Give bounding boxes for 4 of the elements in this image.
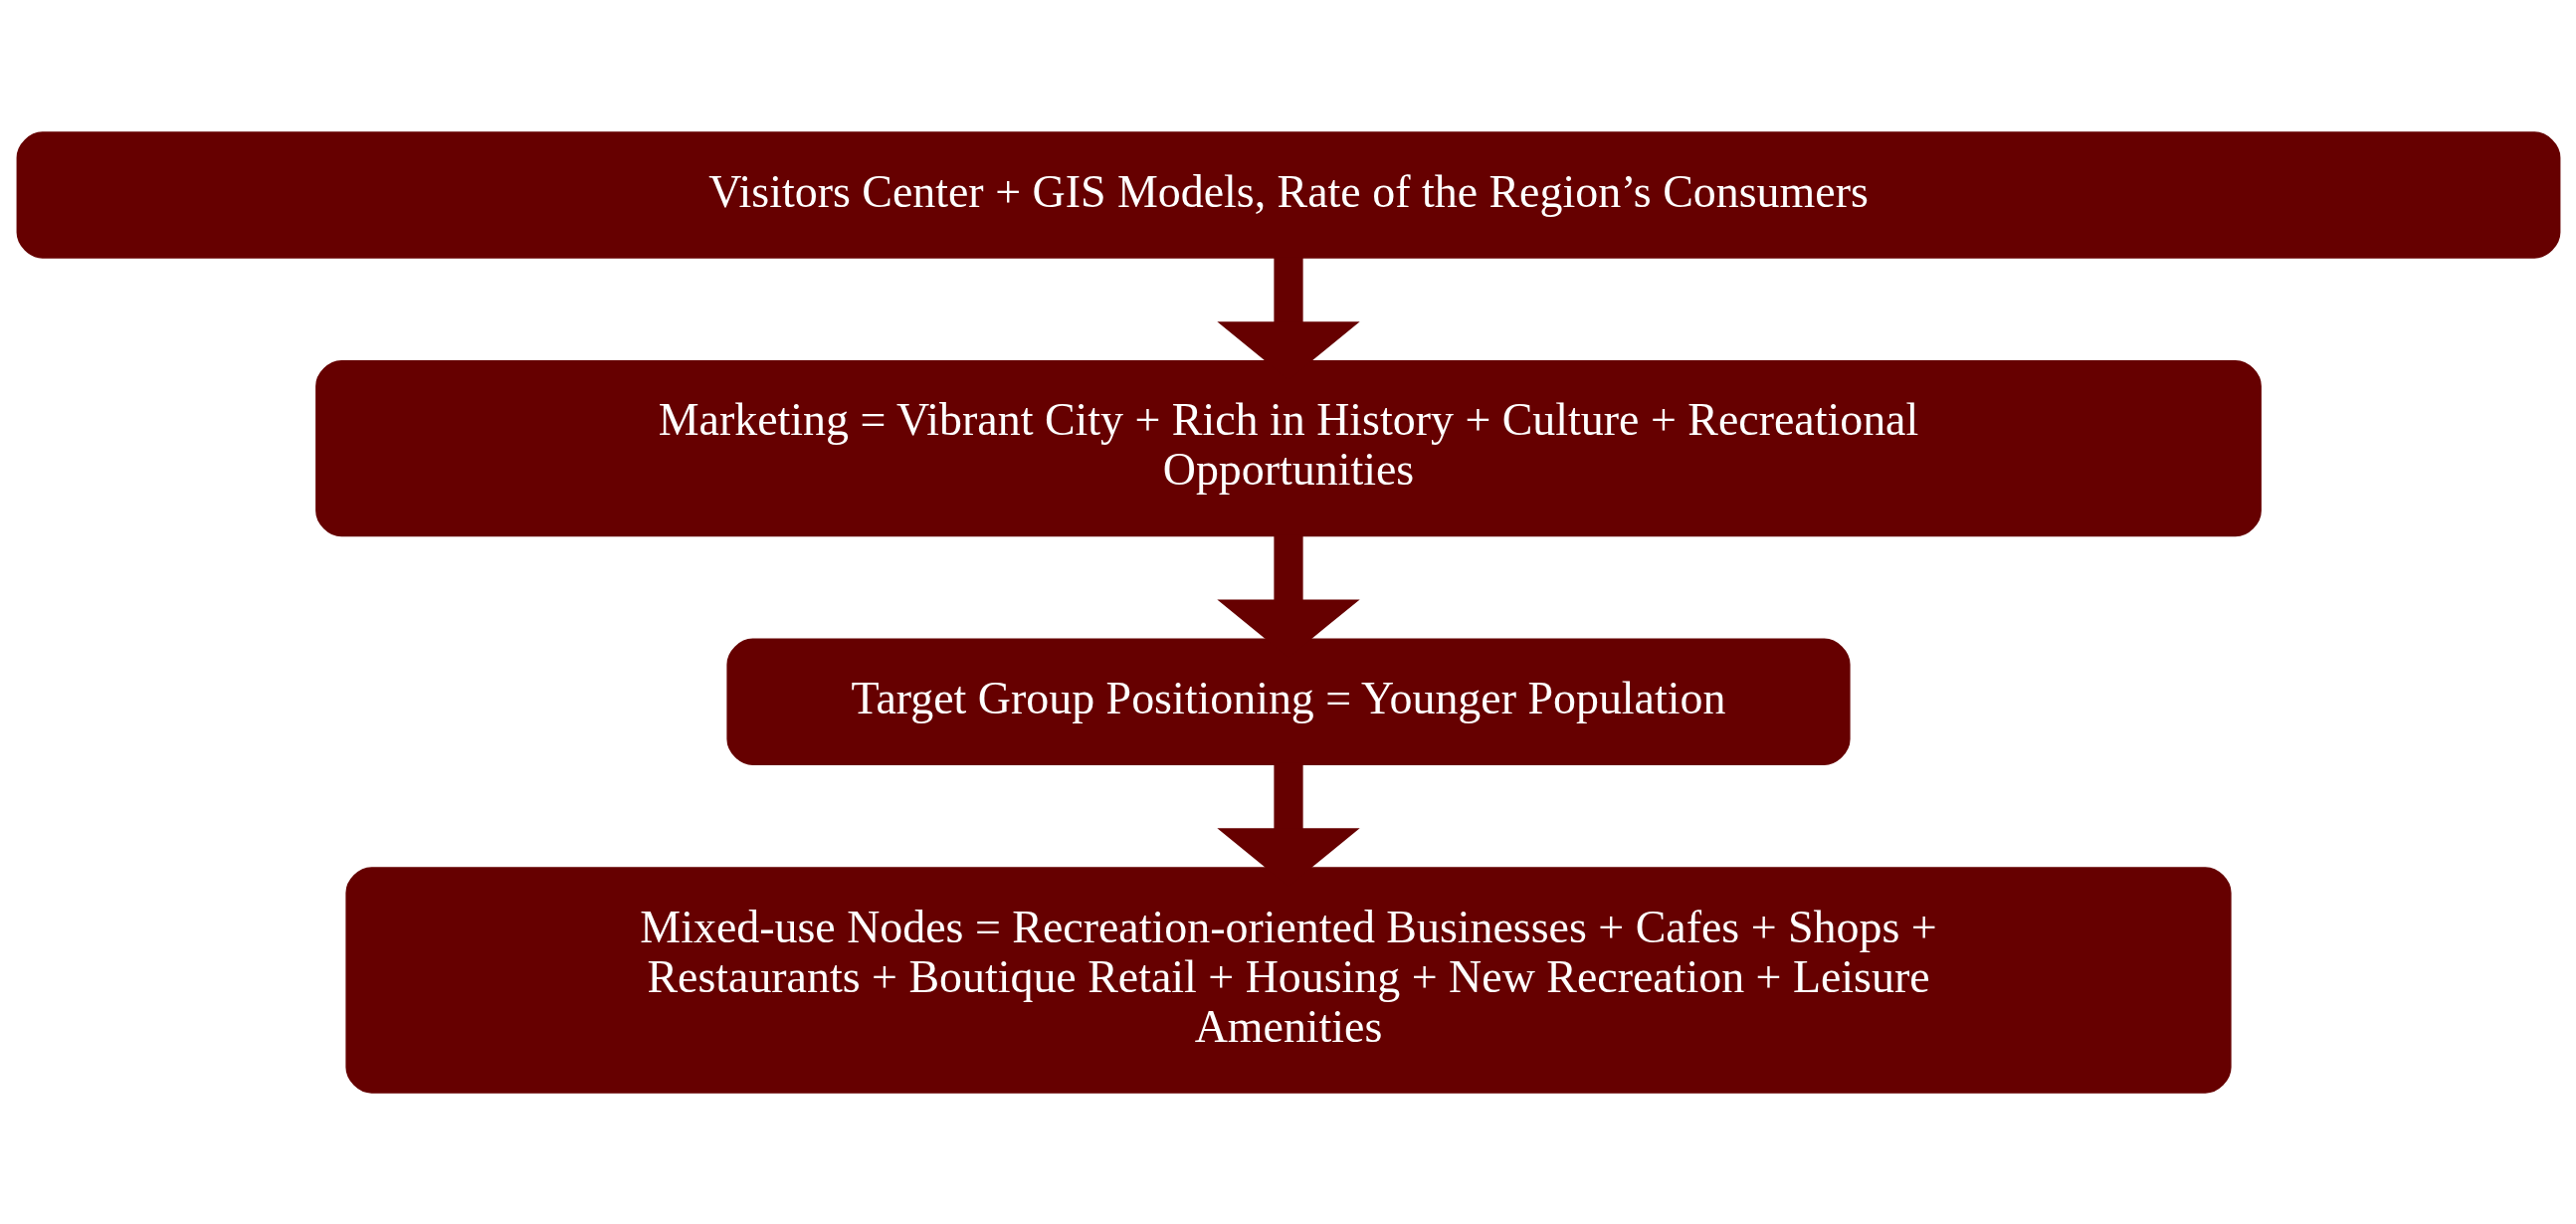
- node-box: Visitors Center + GIS Models, Rate of the Region’s Consumers: [16, 130, 2560, 259]
- node-box: Marketing = Vibrant City + Rich in History + Culture + Recreational Opportunities: [314, 359, 2262, 536]
- node-box: Target Group Positioning = Younger Population: [725, 638, 1851, 765]
- node-box: Mixed-use Nodes = Recreation-oriented Businesses + Cafes + Shops + Restaurants + Boutique Retail + Housing + New Recreation + Leisure Amenities: [344, 866, 2232, 1094]
